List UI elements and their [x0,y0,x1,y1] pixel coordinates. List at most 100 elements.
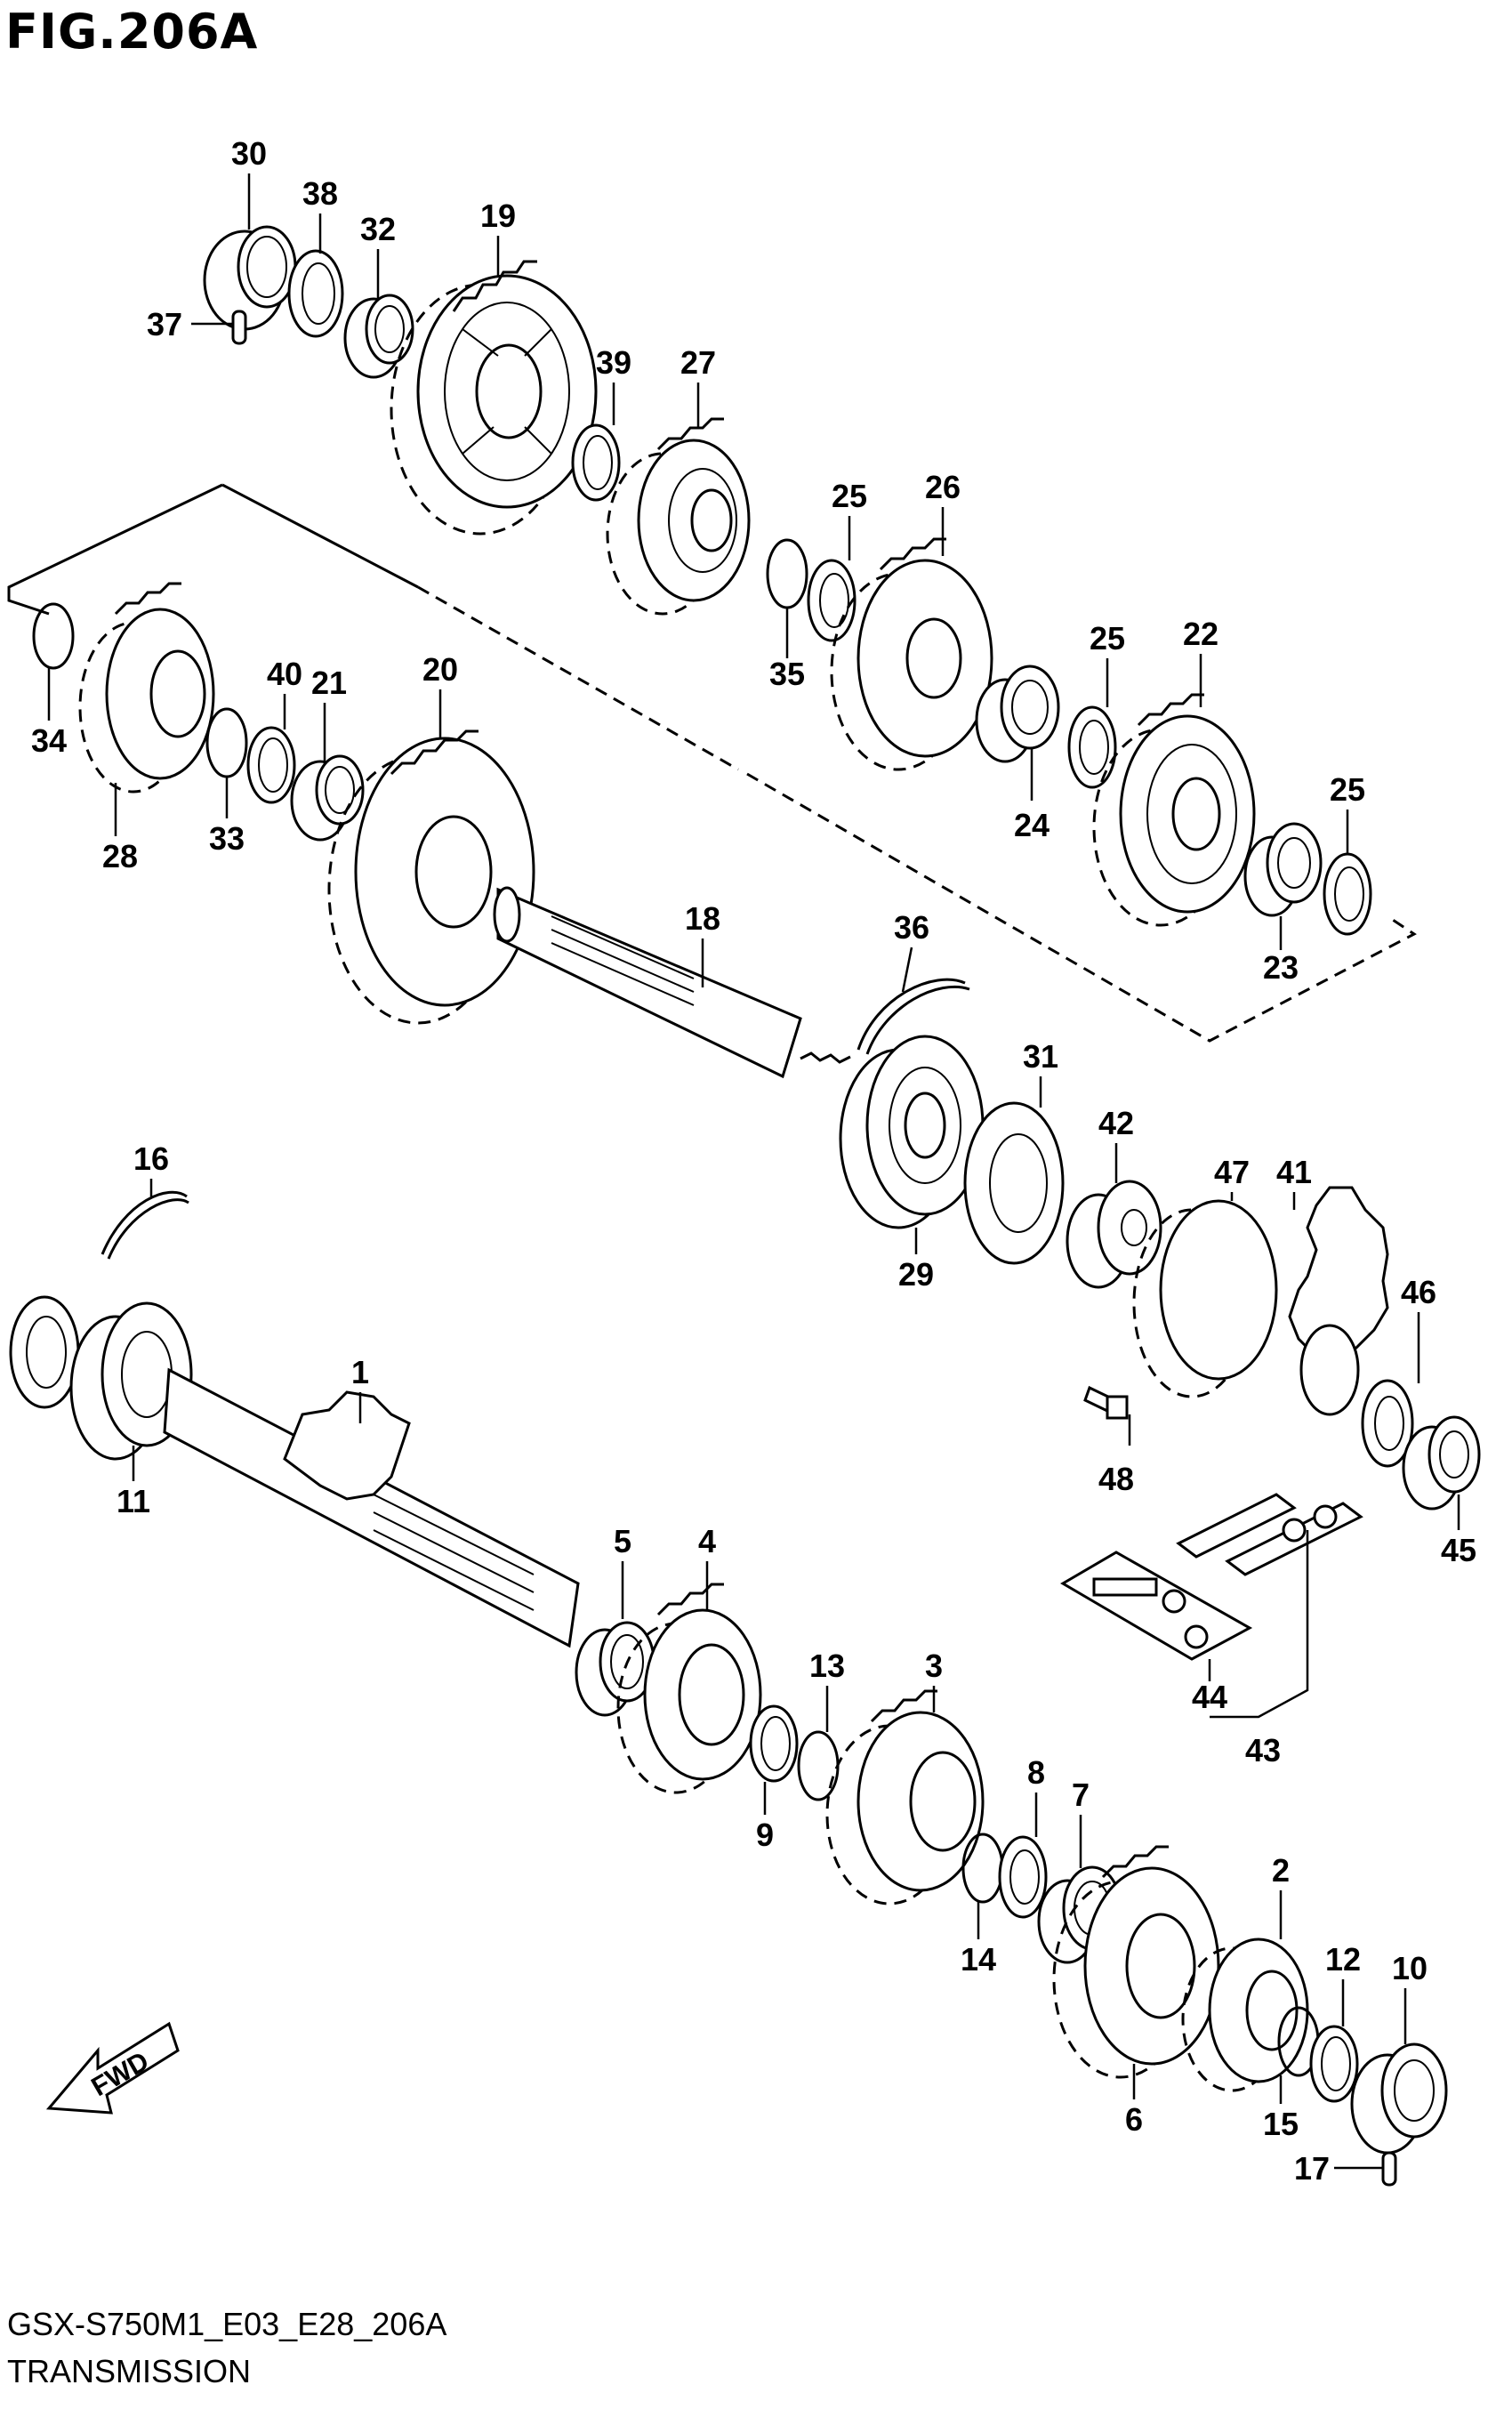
part-32-bushing[interactable] [343,294,414,379]
callout-45: 45 [1441,1532,1476,1568]
callout-44: 44 [1192,1679,1227,1715]
callout-33: 33 [209,820,245,857]
group-outline [7,483,1417,1043]
part-35-circlip[interactable] [766,538,808,609]
figure-title: FIG.206A [5,4,259,60]
part-9-washer[interactable] [749,1704,799,1783]
part-34-circlip[interactable] [32,602,75,670]
part-6-gear[interactable] [1052,1845,1220,2079]
callout-31: 31 [1023,1038,1058,1075]
callout-38: 38 [302,175,338,212]
part-seal-left [9,1295,80,1409]
part-12-washer[interactable] [1309,2025,1359,2103]
callout-12: 12 [1325,1941,1361,1978]
part-8-washer[interactable] [998,1835,1048,1919]
part-41-sprocket[interactable] [1288,1186,1389,1416]
callout-43: 43 [1245,1732,1281,1768]
part-13-circlip[interactable] [797,1730,840,1801]
callout-25-c: 25 [1330,771,1365,808]
part-25-washer-b[interactable] [1067,705,1117,789]
part-3-gear[interactable] [825,1689,985,1905]
part-29-bearing[interactable] [839,1035,985,1229]
callout-29: 29 [898,1256,934,1293]
callout-14: 14 [961,1941,996,1978]
part-1-shaft[interactable] [163,1367,580,1648]
part-16-ring[interactable] [101,1190,189,1260]
callout-25-b: 25 [1090,620,1125,657]
part-22-gear[interactable] [1092,693,1256,927]
callout-6: 6 [1125,2101,1143,2138]
callout-23: 23 [1263,949,1299,986]
part-4-gear[interactable] [616,1583,762,1794]
callout-27: 27 [680,344,716,381]
part-14-circlip[interactable] [961,1833,1004,1904]
callout-24: 24 [1014,807,1050,843]
callout-47: 47 [1214,1154,1250,1190]
callout-32: 32 [360,211,396,247]
part-33-circlip[interactable] [205,707,248,778]
part-21-bushing[interactable] [290,754,365,842]
part-28-gear[interactable] [78,582,215,794]
callout-17: 17 [1294,2150,1330,2187]
part-38-washer[interactable] [287,249,344,338]
callout-3: 3 [925,1648,943,1684]
callout-5: 5 [614,1523,631,1559]
callout-10: 10 [1392,1950,1428,1986]
part-40-washer[interactable] [246,726,296,804]
part-36-ring[interactable] [857,978,970,1055]
callout-labels: 30 38 32 19 37 39 27 25 26 35 25 22 24 2… [31,135,1476,2187]
callout-7: 7 [1072,1776,1090,1813]
callout-22: 22 [1183,616,1218,652]
figure-name: TRANSMISSION [7,2353,252,2389]
part-43-chain[interactable] [1176,1493,1363,1576]
part-25-washer-c[interactable] [1323,852,1372,936]
part-46-washer[interactable] [1361,1379,1414,1468]
callout-35: 35 [769,656,805,692]
callout-16: 16 [133,1140,169,1177]
part-26-gear[interactable] [830,537,993,771]
callout-25-a: 25 [832,478,867,514]
part-5-bushing[interactable] [575,1621,655,1717]
callout-18: 18 [685,900,720,937]
model-code: GSX-S750M1_E03_E28_206A [7,2306,447,2342]
callout-41: 41 [1276,1154,1312,1190]
part-44-master-link[interactable] [1060,1551,1253,1661]
part-31-seal[interactable] [963,1101,1065,1265]
part-37-pin[interactable] [231,310,247,345]
callout-36: 36 [894,909,929,946]
part-45-nut[interactable] [1402,1415,1481,1511]
part-25-washer-a[interactable] [807,559,857,642]
callout-34: 34 [31,722,67,759]
part-47-plate[interactable] [1132,1199,1278,1398]
callout-19: 19 [480,197,516,234]
callout-26: 26 [925,469,961,505]
callout-39: 39 [596,344,631,381]
callout-1: 1 [351,1354,369,1390]
callout-20: 20 [422,651,458,688]
callout-8: 8 [1027,1754,1045,1791]
part-48-bolt[interactable] [1083,1385,1129,1420]
callout-9: 9 [756,1817,774,1853]
part-17-pin[interactable] [1381,2151,1397,2187]
callout-11: 11 [117,1483,150,1519]
part-30-bearing[interactable] [203,225,297,331]
fwd-arrow-icon: FWD [45,2021,180,2115]
callout-21: 21 [311,665,347,701]
callout-4: 4 [698,1523,716,1559]
callout-30: 30 [231,135,267,172]
part-2-gear[interactable] [1181,1938,1309,2092]
part-18-shaft[interactable] [493,886,851,1079]
callout-28: 28 [102,838,138,874]
part-10-bearing[interactable] [1350,2042,1448,2155]
part-23-bearing[interactable] [1243,822,1323,917]
part-42-spacer[interactable] [1066,1180,1162,1289]
part-19-gear[interactable] [390,260,598,536]
part-39-washer[interactable] [571,423,621,502]
callout-46: 46 [1401,1274,1436,1310]
callout-37: 37 [147,306,182,342]
callout-15: 15 [1263,2106,1299,2142]
part-24-bearing[interactable] [975,665,1060,763]
part-27-gear[interactable] [606,417,751,616]
callout-40: 40 [267,656,302,692]
